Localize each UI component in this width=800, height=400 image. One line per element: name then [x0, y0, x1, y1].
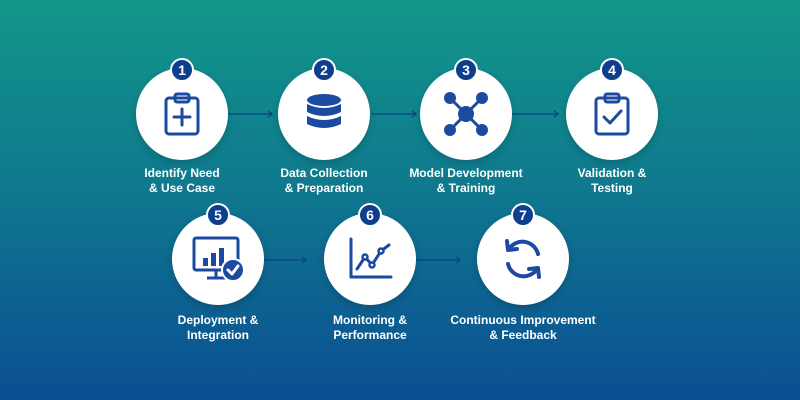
- step-label-line-2: Testing: [591, 181, 633, 195]
- line-chart-icon: [345, 235, 395, 283]
- step-number-badge: 1: [170, 58, 194, 82]
- step-label-line-1: Model Development: [409, 166, 523, 180]
- step-label-line-1: Data Collection: [280, 166, 368, 180]
- step-circle: [278, 68, 370, 160]
- step-label-line-2: Performance: [333, 328, 407, 342]
- step-number-badge: 3: [454, 58, 478, 82]
- step-label-line-2: & Training: [436, 181, 496, 195]
- step-label-line-2: Integration: [187, 328, 249, 342]
- step-number-badge: 4: [600, 58, 624, 82]
- step-label-line-1: Validation &: [577, 166, 647, 180]
- clipboard-plus-icon: [158, 90, 206, 138]
- step-circle: [136, 68, 228, 160]
- step-label-line-1: Continuous Improvement: [450, 313, 596, 327]
- step-label: Data Collection & Preparation: [234, 166, 414, 196]
- step-number-badge: 5: [206, 203, 230, 227]
- step-circle: [324, 213, 416, 305]
- step-number-badge: 6: [358, 203, 382, 227]
- step-label-line-2: & Use Case: [148, 181, 216, 195]
- monitor-chart-check-icon: [191, 234, 245, 284]
- step-label-line-1: Deployment &: [177, 313, 259, 327]
- refresh-cycle-icon: [498, 234, 548, 284]
- step-circle: [477, 213, 569, 305]
- clipboard-check-icon: [588, 90, 636, 138]
- step-label-line-2: & Preparation: [284, 181, 364, 195]
- step-number-badge: 2: [312, 58, 336, 82]
- step-circle: [566, 68, 658, 160]
- step-label: Identify Need & Use Case: [92, 166, 272, 196]
- step-circle: [172, 213, 264, 305]
- step-circle: [420, 68, 512, 160]
- step-label-line-2: & Feedback: [489, 328, 557, 342]
- step-label: Model Development & Training: [376, 166, 556, 196]
- step-label: Continuous Improvement & Feedback: [433, 313, 613, 343]
- step-label-line-1: Monitoring &: [333, 313, 407, 327]
- database-icon: [300, 90, 348, 138]
- step-label-line-1: Identify Need: [144, 166, 220, 180]
- step-label: Monitoring & Performance: [280, 313, 460, 343]
- step-label: Validation & Testing: [522, 166, 702, 196]
- step-label: Deployment & Integration: [128, 313, 308, 343]
- step-number-badge: 7: [511, 203, 535, 227]
- network-nodes-icon: [440, 88, 492, 140]
